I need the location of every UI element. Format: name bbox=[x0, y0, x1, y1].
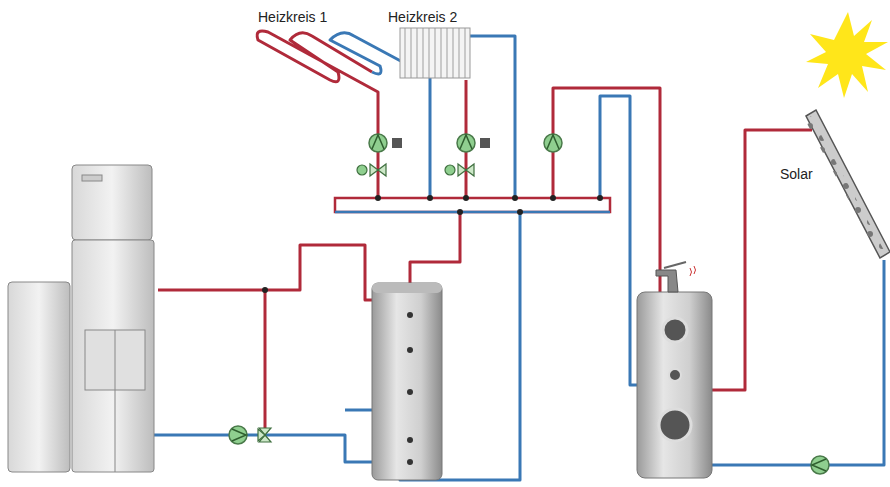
circuit-label: Heizkreis 1 bbox=[256, 9, 329, 26]
dhw-tank bbox=[637, 262, 712, 478]
boiler-bypass bbox=[264, 290, 267, 428]
actuators bbox=[392, 138, 490, 148]
hk1-supply-low bbox=[377, 152, 380, 198]
radiator bbox=[400, 28, 470, 78]
buffer-tank bbox=[372, 283, 442, 480]
floor-loop-supply bbox=[257, 31, 378, 135]
hk2-supply bbox=[465, 80, 468, 135]
hk2-supply-low bbox=[465, 152, 468, 198]
solar-collector bbox=[806, 110, 890, 258]
buffer-supply bbox=[410, 212, 460, 285]
hk2-return bbox=[470, 36, 515, 198]
sun bbox=[806, 12, 888, 98]
circuit-label: Solar bbox=[778, 166, 815, 183]
buffer-low-return bbox=[345, 409, 372, 412]
solar-return bbox=[712, 260, 884, 465]
pumps bbox=[229, 134, 829, 474]
circuit-label: Heizkreis 2 bbox=[386, 9, 459, 26]
boiler-supply bbox=[158, 245, 372, 300]
manifold-base bbox=[335, 211, 610, 214]
pellet-boiler bbox=[8, 165, 154, 472]
